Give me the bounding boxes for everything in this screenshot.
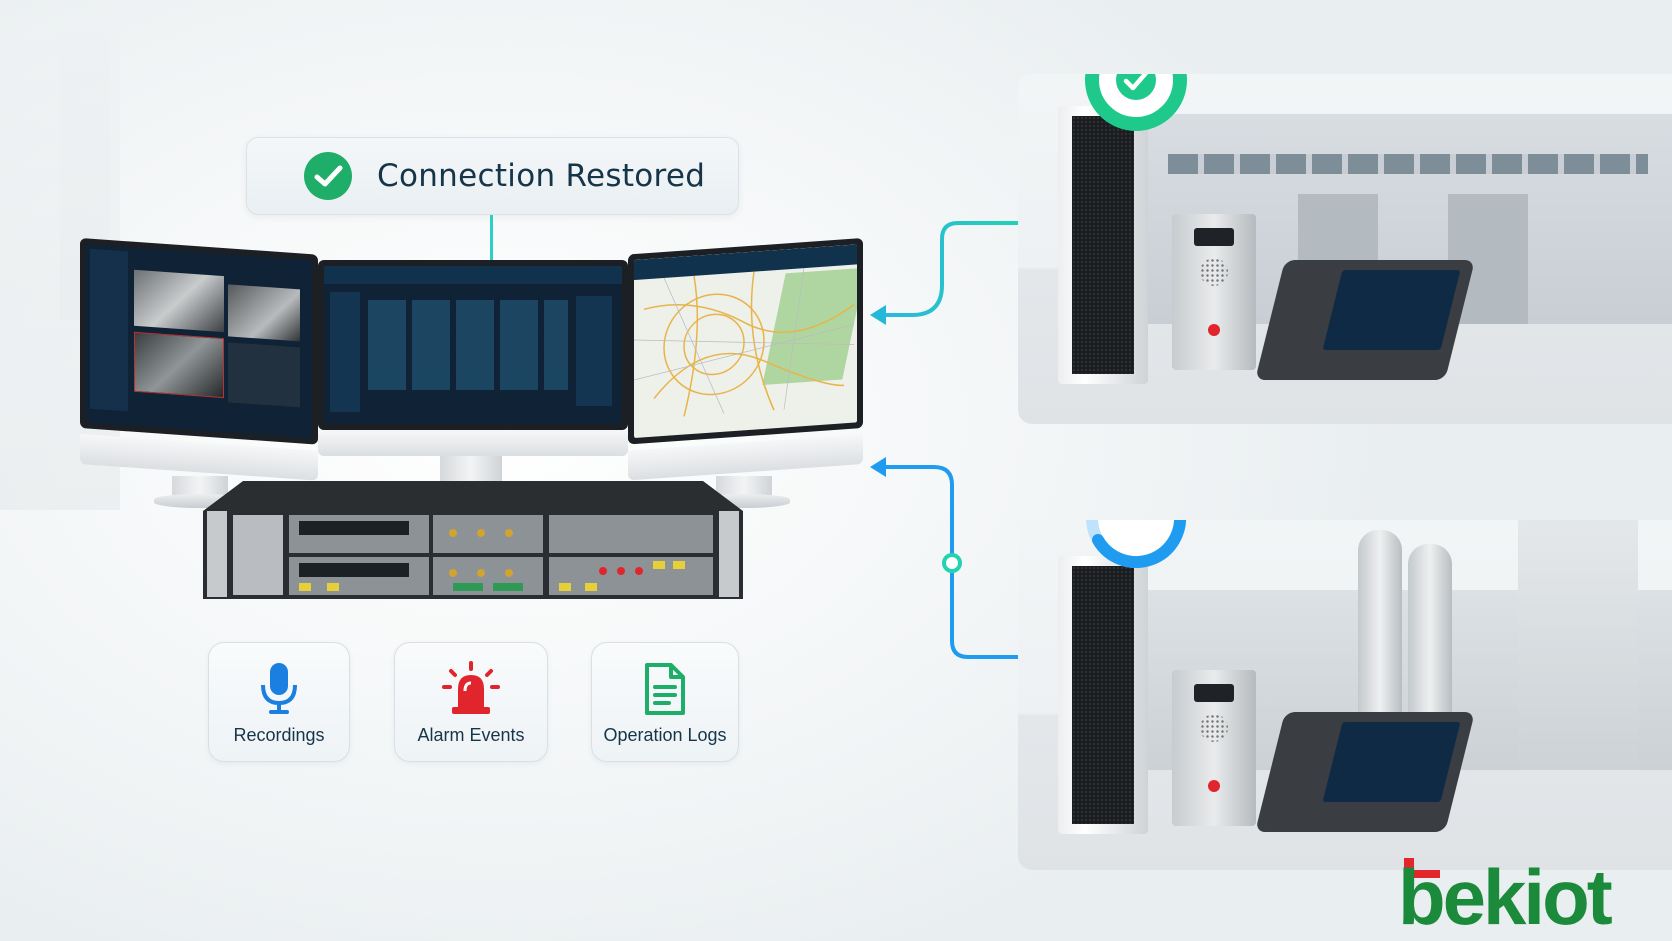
status-connector-line (490, 215, 493, 265)
dispatch-console-screen (324, 266, 622, 424)
card-label-alarm-events: Alarm Events (417, 725, 525, 745)
intercom-panel (1172, 670, 1256, 826)
card-label-recordings: Recordings (233, 725, 325, 745)
reconnecting-status-ring (1084, 520, 1188, 575)
desktop-console (1255, 260, 1475, 380)
logo-text: bekiot (1398, 853, 1613, 941)
connected-status-ring (1084, 74, 1188, 137)
intercom-panel (1172, 214, 1256, 370)
connection-status-banner: Connection Restored (246, 137, 739, 215)
link-top (882, 221, 1030, 317)
endpoint-scene-top (1018, 74, 1672, 424)
monitor-map-view (628, 238, 863, 508)
network-links (870, 214, 1039, 666)
link-node (942, 553, 962, 573)
column-speaker (1058, 106, 1148, 384)
check-circle-icon (304, 152, 352, 200)
connection-status-text: Connection Restored (377, 158, 706, 194)
endpoint-scene-bottom (1018, 520, 1672, 870)
alarm-events-card[interactable]: Alarm Events (394, 642, 548, 762)
microphone-icon (261, 663, 297, 714)
recordings-card[interactable]: Recordings (208, 642, 350, 762)
video-wall-screen (86, 244, 312, 439)
monitor-dispatch-console (318, 260, 628, 510)
desktop-console (1255, 712, 1475, 832)
card-label-operation-logs: Operation Logs (603, 725, 727, 745)
loading-ring-icon (1086, 520, 1187, 568)
operation-logs-card[interactable]: Operation Logs (591, 642, 739, 762)
check-ring-icon (1085, 74, 1187, 131)
arrow-left-icon (870, 305, 886, 325)
alarm-siren-icon (442, 661, 500, 714)
arrow-left-icon (870, 457, 886, 477)
map-screen (634, 244, 857, 439)
rack-server (203, 481, 743, 599)
column-speaker (1058, 556, 1148, 834)
monitor-video-surveillance (80, 238, 318, 508)
map-roads (634, 268, 855, 417)
document-icon (645, 663, 685, 715)
logo-accent (1404, 858, 1440, 878)
